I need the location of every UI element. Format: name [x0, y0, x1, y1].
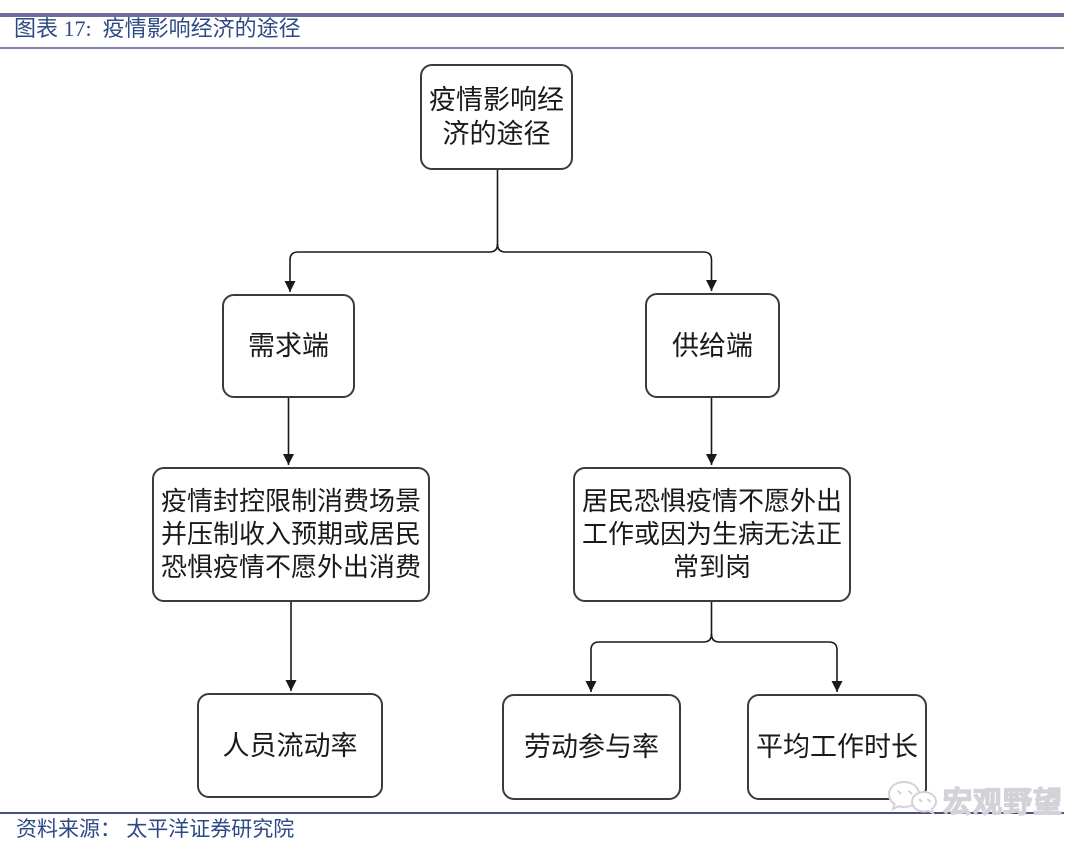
- watermark: 宏观野望: [886, 778, 1063, 822]
- node-root: 疫情影响经 济的途径: [420, 64, 573, 170]
- node-labor-participation-rate: 劳动参与率: [502, 694, 681, 800]
- connector-root-to-demand: [284, 243, 499, 292]
- connector-root-to-supply: [496, 243, 717, 291]
- title-divider-rule: [0, 47, 1064, 49]
- node-supply-detail: 居民恐惧疫情不愿外出 工作或因为生病无法正 常到岗: [573, 467, 851, 602]
- figure-title: 图表 17: 疫情影响经济的途径: [14, 16, 301, 41]
- node-supply-side: 供给端: [645, 293, 780, 398]
- node-demand-detail: 疫情封控限制消费场景 并压制收入预期或居民 恐惧疫情不愿外出消费: [152, 467, 430, 602]
- watermark-text: 宏观野望: [942, 786, 1064, 819]
- connector-to-participation: [585, 633, 713, 692]
- wechat-icon: [887, 780, 938, 815]
- bottom-rule: [0, 812, 1064, 814]
- node-mobility-rate: 人员流动率: [197, 693, 383, 798]
- connector-to-work-hours: [710, 633, 843, 692]
- top-rule: [0, 13, 1064, 17]
- node-demand-side: 需求端: [222, 294, 355, 398]
- source-note: 资料来源： 太平洋证券研究院: [16, 817, 295, 841]
